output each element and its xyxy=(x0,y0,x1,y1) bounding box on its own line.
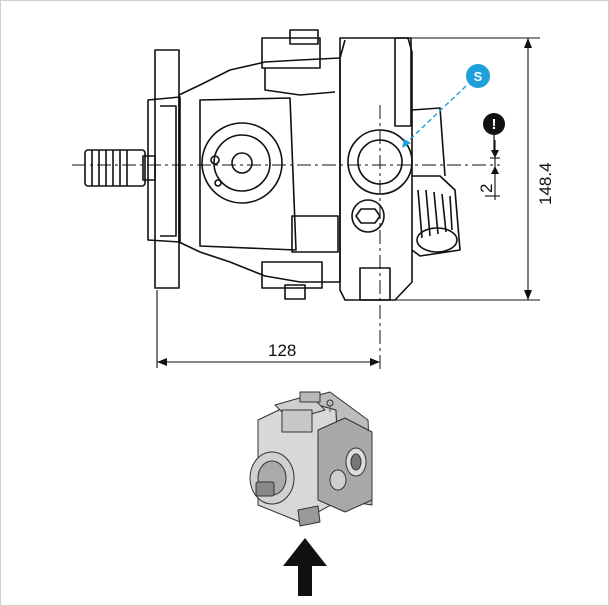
housing-collar xyxy=(147,96,181,243)
side-housing xyxy=(411,175,461,257)
dimension-height-label: 148.4 xyxy=(536,162,555,205)
hex-plug xyxy=(351,199,385,233)
arrow-up-icon xyxy=(283,538,327,596)
pump-isometric-view xyxy=(249,391,373,527)
suction-port-badge: S xyxy=(466,64,490,88)
drive-shaft xyxy=(84,149,156,187)
end-cover xyxy=(339,37,413,301)
dimension-width-label: 128 xyxy=(268,341,296,360)
svg-text:!: ! xyxy=(492,116,497,133)
suction-port-leader xyxy=(403,85,467,146)
center-lines xyxy=(72,105,500,370)
top-boss xyxy=(261,37,321,69)
swash-circle xyxy=(201,122,283,204)
pump-front-view xyxy=(84,29,461,301)
dimension-offset-label: 2 xyxy=(477,184,496,193)
exclamation-in-circle-icon: ! xyxy=(483,113,505,150)
svg-text:S: S xyxy=(474,69,483,84)
dimension-arrowheads xyxy=(157,38,532,366)
dimension-lines xyxy=(156,37,540,368)
